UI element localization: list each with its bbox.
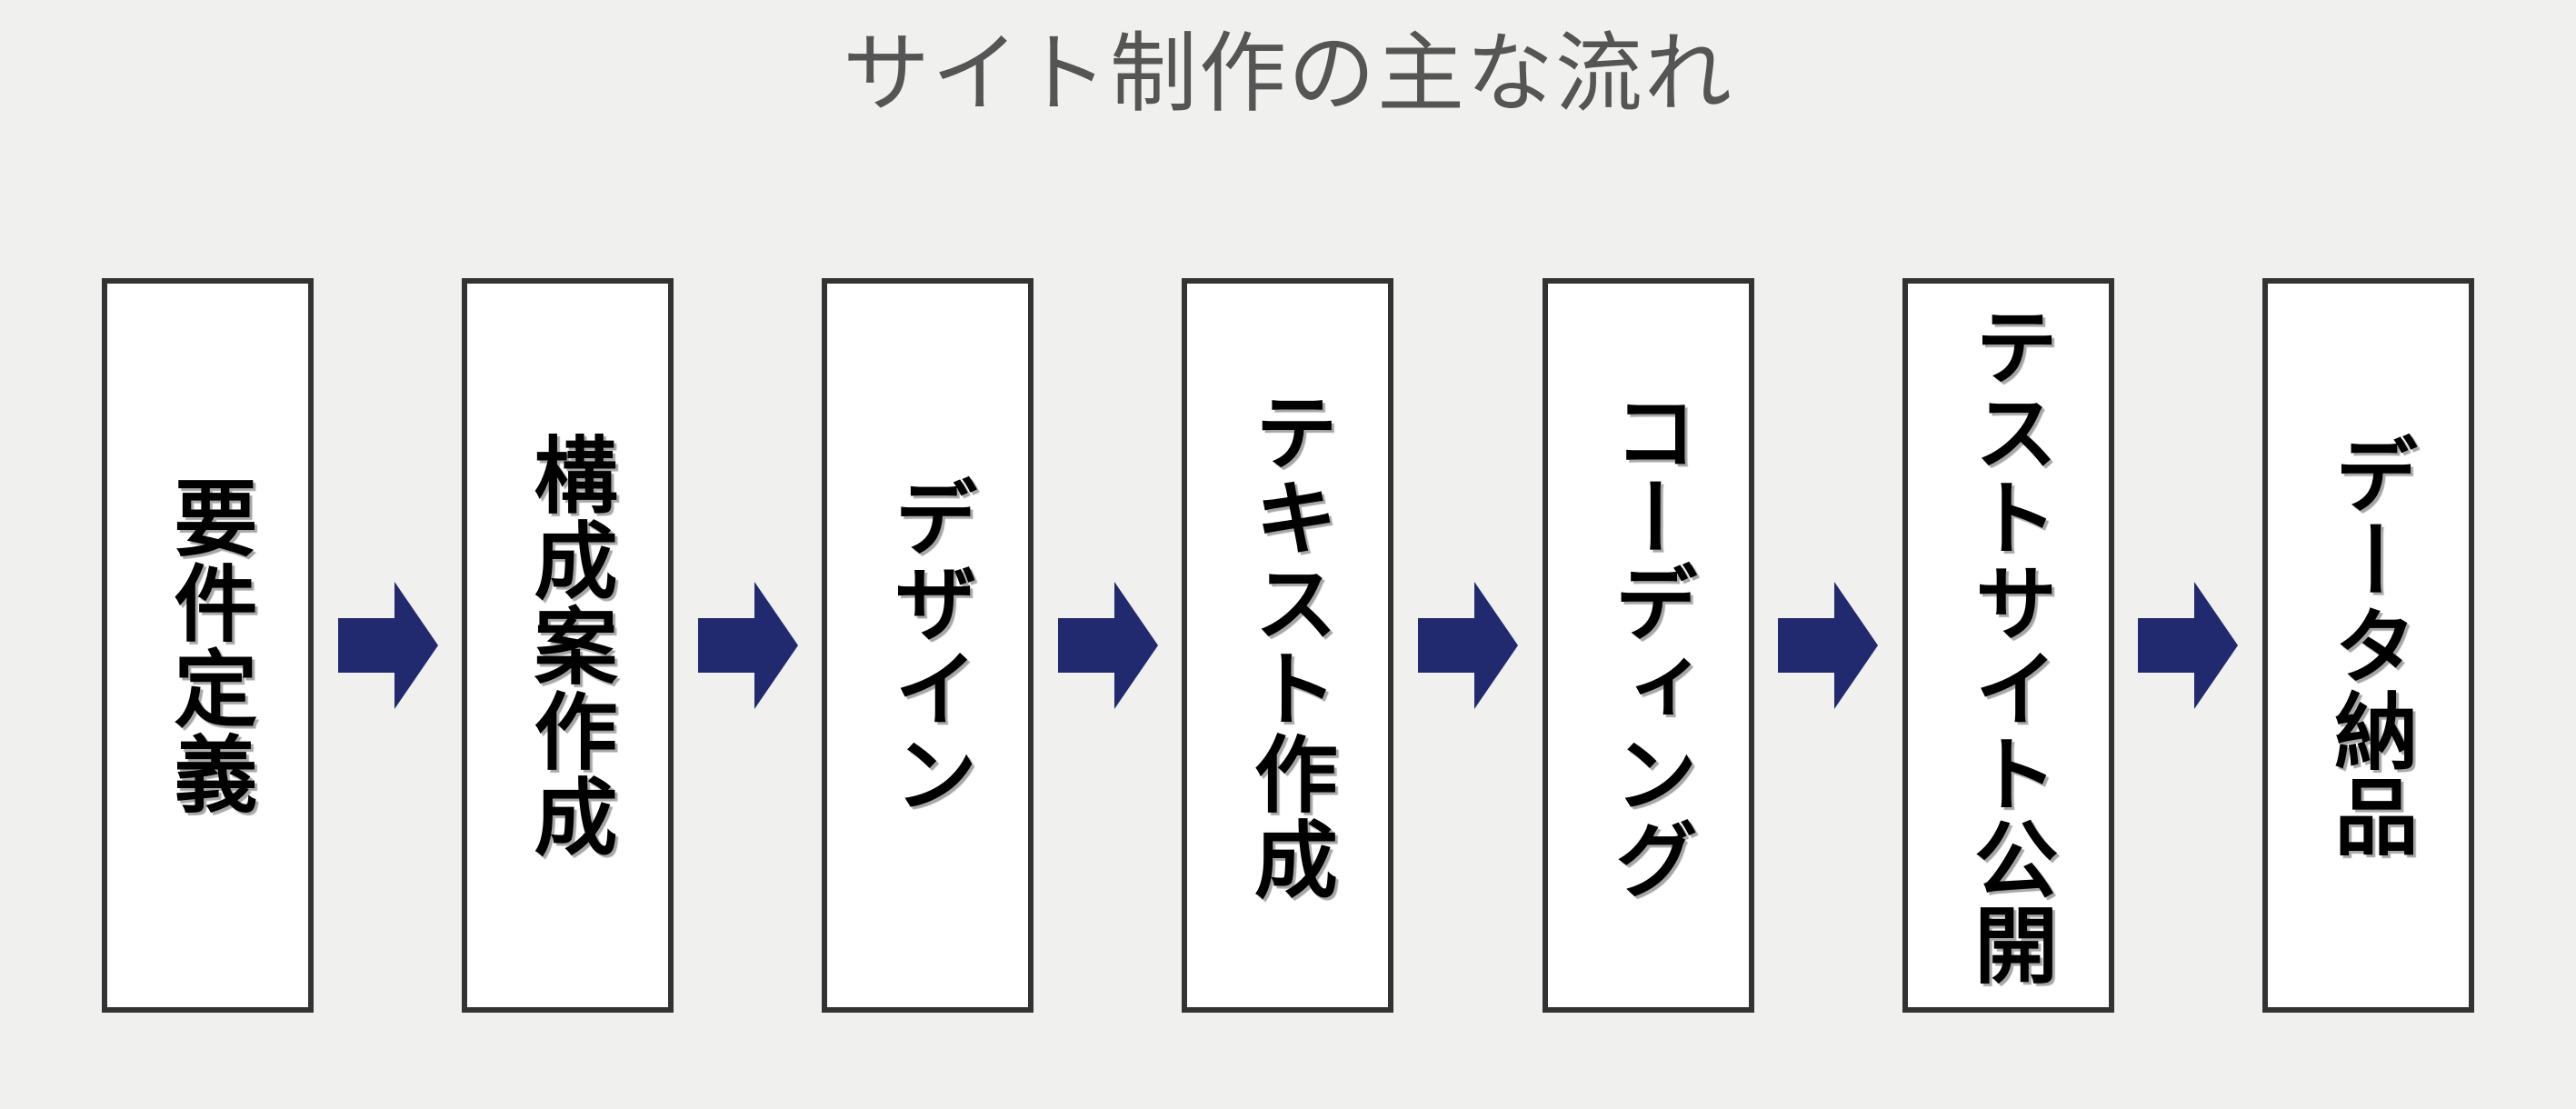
flow-step-6-label: テストサイト公開 — [1962, 304, 2055, 987]
process-flow: 要件定義 構成案作成 デザイン テキスト作成 — [102, 278, 2474, 1013]
flow-step-2[interactable]: 構成案作成 — [462, 278, 674, 1013]
arrow-right-icon — [1418, 582, 1519, 709]
flow-step-4-label: テキスト作成 — [1242, 389, 1335, 902]
flow-step-7[interactable]: データ納品 — [2261, 278, 2474, 1013]
flow-step-5-label: コーディング — [1602, 389, 1695, 902]
flow-step-5[interactable]: コーディング — [1542, 278, 1754, 1013]
page-title: サイト制作の主な流れ — [843, 25, 1733, 123]
arrow-right-icon — [697, 582, 798, 709]
flow-step-6[interactable]: テストサイト公開 — [1902, 278, 2114, 1013]
flow-arrow-6 — [2137, 278, 2239, 1013]
flow-step-4[interactable]: テキスト作成 — [1182, 278, 1394, 1013]
flow-step-1-label: 要件定義 — [161, 475, 255, 816]
arrow-right-icon — [2138, 582, 2239, 709]
flow-arrow-2 — [697, 278, 799, 1013]
flow-arrow-4 — [1417, 278, 1519, 1013]
flow-arrow-3 — [1057, 278, 1159, 1013]
arrow-right-icon — [1057, 582, 1158, 709]
flow-step-3-label: デザイン — [882, 475, 975, 816]
flow-step-7-label: データ納品 — [2321, 432, 2415, 859]
flow-step-3[interactable]: デザイン — [822, 278, 1034, 1013]
flow-arrow-1 — [337, 278, 439, 1013]
flow-arrow-5 — [1777, 278, 1879, 1013]
flow-step-2-label: 構成案作成 — [522, 432, 615, 859]
arrow-right-icon — [337, 582, 438, 709]
flow-step-1[interactable]: 要件定義 — [102, 278, 314, 1013]
arrow-right-icon — [1778, 582, 1879, 709]
